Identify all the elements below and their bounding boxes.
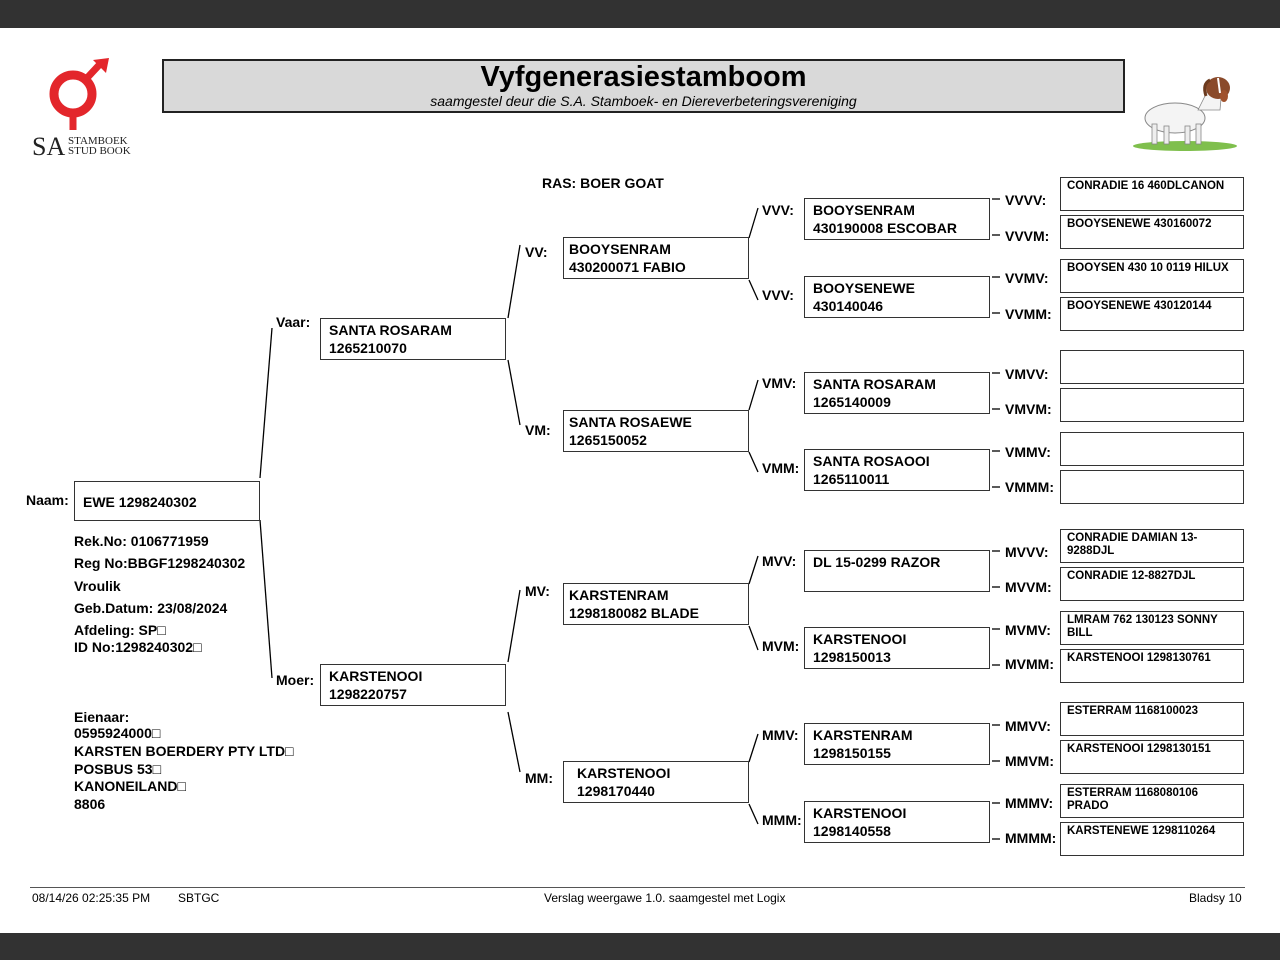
mvm-label: MVM: — [762, 638, 800, 654]
rek-no: Rek.No: 0106771959 — [74, 533, 209, 549]
gen4-label: MVVM: — [1005, 579, 1052, 595]
id-no: ID No:1298240302□ — [74, 639, 202, 655]
mm-box: KARSTENOOI 1298170440 — [563, 761, 749, 803]
vvv-box: BOOYSENRAM 430190008 ESCOBAR — [804, 198, 990, 240]
gen4-box — [1060, 432, 1244, 466]
gen4-label: MVMM: — [1005, 656, 1054, 672]
gen4-label: VVMM: — [1005, 306, 1052, 322]
gen4-box: BOOYSENEWE 430160072 — [1060, 215, 1244, 249]
gen4-box: KARSTENEWE 1298110264 — [1060, 822, 1244, 856]
section: Afdeling: SP□ — [74, 622, 166, 638]
mmm-label: MMM: — [762, 812, 802, 828]
mmv-box: KARSTENRAM 1298150155 — [804, 723, 990, 765]
gen4-box: CONRADIE 12-8827DJL — [1060, 567, 1244, 601]
dam-label: Moer: — [276, 672, 315, 688]
vv-label: VV: — [525, 244, 548, 260]
gen4-box — [1060, 388, 1244, 422]
logo-symbol-icon — [49, 58, 109, 130]
gen4-box: BOOYSENEWE 430120144 — [1060, 297, 1244, 331]
page-subtitle: saamgestel deur die S.A. Stamboek- en Di… — [430, 93, 857, 109]
vm-label: VM: — [525, 422, 551, 438]
gen4-label: VVVM: — [1005, 228, 1050, 244]
gen4-label: VMMM: — [1005, 479, 1054, 495]
mmm-box: KARSTENOOI 1298140558 — [804, 801, 990, 843]
footer-code: SBTGC — [178, 891, 220, 905]
gen4-label: MMVM: — [1005, 753, 1054, 769]
gen4-box: KARSTENOOI 1298130761 — [1060, 649, 1244, 683]
page-title: Vyfgenerasiestamboom — [480, 61, 807, 93]
mvv-label: MVV: — [762, 553, 797, 569]
breed-label: RAS: BOER GOAT — [542, 175, 664, 191]
owner-town: KANONEILAND□ — [74, 778, 186, 794]
vvm-label: VVV: — [762, 287, 794, 303]
gen4-label: MMMM: — [1005, 830, 1057, 846]
gen4-box — [1060, 350, 1244, 384]
gen4-label: MVMV: — [1005, 622, 1051, 638]
owner-name: KARSTEN BOERDERY PTY LTD□ — [74, 743, 294, 759]
animal-name: EWE 1298240302 — [83, 494, 197, 510]
logo-sa-text: SA — [32, 132, 66, 161]
name-label: Naam: — [26, 492, 69, 508]
title-box: Vyfgenerasiestamboom saamgestel deur die… — [162, 59, 1125, 113]
footer-report: Verslag weergawe 1.0. saamgestel met Log… — [544, 891, 786, 905]
gen4-box: LMRAM 762 130123 SONNY BILL — [1060, 611, 1244, 645]
vvv-label: VVV: — [762, 202, 794, 218]
gen4-label: MMVV: — [1005, 718, 1051, 734]
mmv-label: MMV: — [762, 727, 799, 743]
gen4-label: VVVV: — [1005, 192, 1047, 208]
gen4-label: VVMV: — [1005, 270, 1049, 286]
birth-date: Geb.Datum: 23/08/2024 — [74, 600, 228, 616]
animal-box: EWE 1298240302 — [74, 481, 260, 521]
owner-postcode: 8806 — [74, 796, 106, 812]
gen4-box: CONRADIE DAMIAN 13-9288DJL — [1060, 529, 1244, 563]
gen4-box: KARSTENOOI 1298130151 — [1060, 740, 1244, 774]
owner-po-box: POSBUS 53□ — [74, 761, 162, 777]
viewer-top-bar — [0, 0, 1280, 28]
footer-datetime: 08/14/26 02:25:35 PM — [32, 891, 151, 905]
sire-label: Vaar: — [276, 314, 311, 330]
owner-code: 0595924000□ — [74, 725, 161, 741]
vmv-box: SANTA ROSARAM 1265140009 — [804, 372, 990, 414]
sex: Vroulik — [74, 578, 121, 594]
mvv-box: DL 15-0299 RAZOR — [804, 550, 990, 592]
gen4-box: ESTERRAM 1168080106 PRADO — [1060, 784, 1244, 818]
goat-illustration — [1133, 77, 1237, 151]
mvm-box: KARSTENOOI 1298150013 — [804, 627, 990, 669]
mm-label: MM: — [525, 770, 553, 786]
footer-divider — [30, 887, 1245, 888]
gen4-box — [1060, 470, 1244, 504]
gen4-label: MVVV: — [1005, 544, 1049, 560]
mv-label: MV: — [525, 583, 550, 599]
dam-box: KARSTENOOI 1298220757 — [320, 664, 506, 706]
gen4-box: BOOYSEN 430 10 0119 HILUX — [1060, 259, 1244, 293]
gen4-box: CONRADIE 16 460DLCANON — [1060, 177, 1244, 211]
gen4-label: MMMV: — [1005, 795, 1054, 811]
gen4-label: VMVM: — [1005, 401, 1052, 417]
mv-box: KARSTENRAM 1298180082 BLADE — [563, 583, 749, 625]
gen4-box: ESTERRAM 1168100023 — [1060, 702, 1244, 736]
vmm-label: VMM: — [762, 460, 800, 476]
footer-page-number: Bladsy 10 — [1189, 891, 1242, 905]
vvm-box: BOOYSENEWE 430140046 — [804, 276, 990, 318]
logo-studbook-text: STAMBOEK STUD BOOK — [68, 135, 131, 157]
vv-box: BOOYSENRAM 430200071 FABIO — [563, 237, 749, 279]
sa-studbook-logo: SA STAMBOEK STUD BOOK — [28, 58, 138, 161]
gen4-label: VMVV: — [1005, 366, 1049, 382]
reg-no: Reg No:BBGF1298240302 — [74, 555, 246, 571]
viewer-bottom-bar — [0, 933, 1280, 960]
owner-label: Eienaar: — [74, 709, 130, 725]
vmv-label: VMV: — [762, 375, 797, 391]
sire-box: SANTA ROSARAM 1265210070 — [320, 318, 506, 360]
vmm-box: SANTA ROSAOOI 1265110011 — [804, 449, 990, 491]
vm-box: SANTA ROSAEWE 1265150052 — [563, 410, 749, 452]
gen4-label: VMMV: — [1005, 444, 1051, 460]
